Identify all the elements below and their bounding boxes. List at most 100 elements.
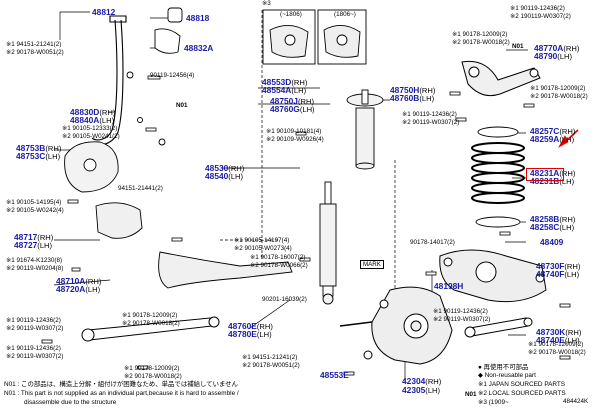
part-number: 48710A [56, 276, 86, 286]
part-label-48840a[interactable]: 48840A(LH) [70, 116, 114, 125]
part-number: 48790 [534, 51, 558, 61]
fastener-label[interactable]: ※2 90178-W0018(2) [122, 320, 180, 327]
part-label-48258b[interactable]: 48258B(RH) [530, 215, 575, 224]
part-label-48198h[interactable]: 48198H [434, 282, 463, 291]
fastener-label[interactable]: ※2 90178-W0066(2) [250, 262, 308, 269]
part-label-48760b[interactable]: 48760B(LH) [390, 94, 434, 103]
fastener-label[interactable]: ※1 90178-12009(2) [122, 312, 178, 319]
fastener-label[interactable]: ※2 90105-W0273(4) [234, 245, 292, 252]
fastener-label[interactable]: ※1 90105-14197(4) [234, 237, 290, 244]
part-label-48258c[interactable]: 48258C(LH) [530, 223, 574, 232]
part-side: (LH) [99, 116, 115, 125]
part-label-48720a[interactable]: 48720A(LH) [56, 285, 100, 294]
part-number: 48231A [530, 168, 560, 178]
fastener-label[interactable]: 90178-14017(2) [410, 239, 455, 246]
part-label-48832a[interactable]: 48832A [184, 44, 213, 53]
part-label-48231a[interactable]: 48231A(RH) [530, 169, 575, 178]
fastener-label[interactable]: ※2 90178-W0051(2) [6, 49, 64, 56]
fastener-label[interactable]: ※1 90178-12009(2) [452, 31, 508, 38]
part-label-48554a[interactable]: 48554A(LH) [262, 86, 306, 95]
fastener-label[interactable]: ※2 90109-W0926(4) [266, 136, 324, 143]
part-number: 48753C [16, 151, 46, 161]
part-number: 48540 [205, 171, 229, 181]
fastener-label[interactable]: ※2 90178-W0018(2) [124, 373, 182, 380]
fastener-label[interactable]: ※1 90119-12436(2) [6, 317, 61, 324]
part-label-48257c[interactable]: 48257C(RH) [530, 127, 575, 136]
fastener-label[interactable]: ※1 94151-21241(2) [6, 41, 62, 48]
part-label-48753c[interactable]: 48753C(LH) [16, 152, 60, 161]
fastener-label[interactable]: ※2 90178-W0018(2) [452, 39, 510, 46]
fastener-label[interactable]: ※1 90119-12436(2) [6, 345, 61, 352]
part-label-48740e[interactable]: 48740E(LH) [536, 336, 580, 345]
part-label-48812[interactable]: 48812 [92, 8, 115, 17]
part-label-48830d[interactable]: 48830D(RH) [70, 108, 115, 117]
part-label-48553e[interactable]: 48553E [320, 371, 349, 380]
fastener-label[interactable]: ※2 90119-W0307(2) [402, 119, 460, 126]
fastener-label[interactable]: ※1 90105-12333(2) [62, 125, 118, 132]
fastener-label[interactable]: ※2 90119-W0307(2) [433, 316, 491, 323]
fastener-label[interactable]: ※2 90178-W0018(2) [530, 93, 588, 100]
part-number: 48750J [270, 96, 298, 106]
fastener-label[interactable]: 94151-21441(2) [118, 185, 163, 192]
part-label-48730f[interactable]: 48730F(RH) [536, 262, 580, 271]
part-label-48259a[interactable]: 48259A(LH) [530, 135, 574, 144]
fastener-label[interactable]: ※1 90119-12436(2) [510, 5, 565, 12]
fastener-label[interactable]: ※2 90119-W0307(2) [6, 325, 64, 332]
fastener-label[interactable]: ※2 90178-W0018(2) [528, 349, 586, 356]
part-label-48760e[interactable]: 48760E(RH) [228, 322, 273, 331]
part-side: (RH) [85, 277, 102, 286]
part-label-48753b[interactable]: 48753B(RH) [16, 144, 61, 153]
part-label-48710a[interactable]: 48710A(RH) [56, 277, 101, 286]
fastener-label[interactable]: ※2 190119-W0307(2) [510, 13, 571, 20]
fastener-label[interactable]: ※1 90178-12009(2) [530, 85, 586, 92]
fastener-label[interactable]: ※2 90105-W0241(2) [62, 133, 120, 140]
fastener-label[interactable]: ※1 94151-21241(2) [242, 354, 298, 361]
part-label-48818[interactable]: 48818 [186, 14, 209, 23]
part-number: 48720A [56, 284, 86, 294]
fastener-label[interactable]: ※2 90119-W0204(8) [6, 265, 64, 272]
part-label-48717[interactable]: 48717(RH) [14, 233, 53, 242]
part-number: 48832A [184, 43, 214, 53]
part-label-48730k[interactable]: 48730K(RH) [536, 328, 581, 337]
fastener-label[interactable]: 90119-12456(4) [150, 72, 195, 79]
part-number: 48198H [434, 281, 464, 291]
part-label-48760g[interactable]: 48760G(LH) [270, 105, 315, 114]
fastener-label[interactable]: 90201-16039(2) [262, 296, 307, 303]
fastener-label[interactable]: ※1 90105-14195(4) [6, 199, 62, 206]
part-label-48530[interactable]: 48530(RH) [205, 164, 244, 173]
fastener-label[interactable]: ※1 90119-12436(2) [433, 308, 488, 315]
part-label-48231b[interactable]: 48231B(LH) [530, 177, 574, 186]
fastener-label[interactable]: ※1 90109-10181(4) [266, 128, 322, 135]
fastener-label[interactable]: ※1 90178-16007(2) [250, 254, 306, 261]
part-number: 42304 [402, 376, 426, 386]
part-label-42304[interactable]: 42304(RH) [402, 377, 441, 386]
fastener-label[interactable]: ※2 90105-W0242(4) [6, 207, 64, 214]
part-label-48409[interactable]: 48409 [540, 238, 563, 247]
fastener-label[interactable]: ※1 90178-12009(2) [528, 341, 584, 348]
note-japanese: N01 : この部品は、構造上分解・組付けが困難なため、単品では補給していません [4, 381, 238, 388]
part-side: (LH) [564, 336, 580, 345]
note-english-cont: disassemble due to the structure [24, 399, 117, 406]
part-label-48750h[interactable]: 48750H(RH) [390, 86, 435, 95]
part-label-48780e[interactable]: 48780E(LH) [228, 330, 272, 339]
part-label-48750j[interactable]: 48750J(RH) [270, 97, 314, 106]
fastener-label[interactable]: ※1 90119-12436(2) [402, 111, 457, 118]
part-label-48790[interactable]: 48790(LH) [534, 52, 572, 61]
part-label-48727[interactable]: 48727(LH) [14, 241, 52, 250]
part-label-48770a[interactable]: 48770A(RH) [534, 44, 579, 53]
part-label-48740f[interactable]: 48740F(LH) [536, 270, 579, 279]
part-label-48553d[interactable]: 48553D(RH) [262, 78, 307, 87]
part-label-48540[interactable]: 48540(LH) [205, 172, 243, 181]
inset-ref-a: ※3 [262, 0, 271, 7]
part-number: 48740E [536, 335, 565, 345]
fastener-label[interactable]: ※1 90178-12009(2) [124, 365, 180, 372]
part-number: 48257C [530, 126, 560, 136]
fastener-label[interactable]: ※2 90119-W0307(2) [6, 353, 64, 360]
part-number: 48840A [70, 115, 100, 125]
part-label-42305[interactable]: 42305(LH) [402, 386, 440, 395]
fastener-label[interactable]: ※2 90178-W0051(2) [242, 362, 300, 369]
part-side: (RH) [425, 377, 442, 386]
part-number: 48231B [530, 176, 560, 186]
fastener-label[interactable]: ※1 91674-K1230(8) [6, 257, 63, 264]
